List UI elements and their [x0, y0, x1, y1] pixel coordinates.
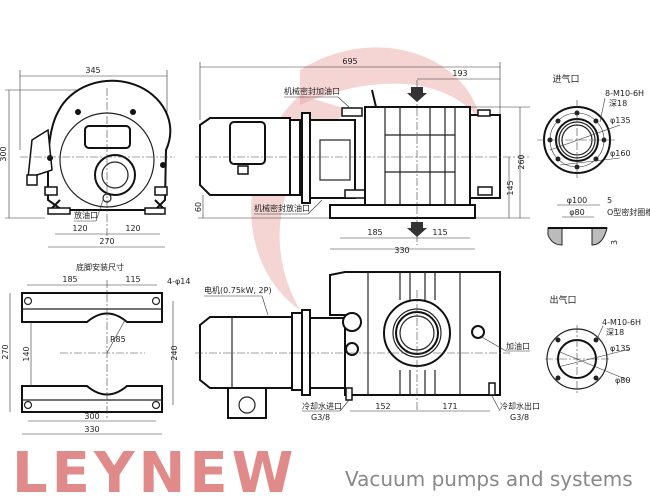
- outlet-bore: φ80: [615, 376, 630, 385]
- oil-fill-label: 加油口: [506, 341, 530, 351]
- water-in-thread: G3/8: [311, 413, 330, 422]
- outlet-depth: 深18: [606, 328, 624, 337]
- inlet-arrow-icon: [407, 87, 427, 102]
- groove-width: 5: [607, 196, 612, 205]
- drain-port-label: 放油口: [74, 210, 98, 220]
- axis-height-dim: 145: [506, 180, 515, 195]
- base-total-dim: 330: [394, 246, 409, 255]
- water-dim-right: 171: [442, 402, 457, 411]
- section-inner-dim: φ80: [569, 208, 584, 217]
- inlet-depth: 深18: [609, 99, 627, 108]
- base-height-dim: 60: [194, 202, 203, 212]
- inlet-flange-detail: 进气口 8-M10-6H 深18 φ135 φ160 φ100 φ80 5 O型…: [537, 73, 650, 246]
- water-out-label: 冷却水出口: [500, 401, 540, 411]
- front-height-dim: 300: [0, 146, 8, 161]
- front-width-dim: 345: [85, 66, 100, 75]
- watermark-tagline: Vacuum pumps and systems: [345, 467, 633, 491]
- base-radius: R85: [110, 335, 126, 344]
- base-left-dim: 185: [367, 228, 382, 237]
- base-plan: 底脚安装尺寸 4-φ14 185 115 R85 270 140 240 300…: [1, 262, 190, 435]
- inlet-thread: 8-M10-6H: [605, 89, 644, 98]
- seal-drain-label: 机械密封放油口: [254, 203, 310, 213]
- base-total-w: 330: [84, 425, 99, 434]
- outlet-arrow-icon: [407, 222, 427, 237]
- inlet-pcd: φ135: [610, 116, 631, 125]
- watermark-brand: LEYNEW: [12, 441, 297, 500]
- base-hole-w: 300: [84, 412, 99, 421]
- base-plan-title: 底脚安装尺寸: [76, 262, 124, 272]
- groove-label: O型密封圈槽: [607, 207, 650, 217]
- water-dim-left: 152: [375, 402, 390, 411]
- base-hole-h: 240: [170, 345, 179, 360]
- groove-depth: 3: [610, 240, 619, 245]
- motor-label: 电机(0.75kW, 2P): [204, 285, 272, 295]
- inlet-offset-dim: 193: [452, 69, 467, 78]
- side-view: 695 193 260 145 60 185 115 330 机械密封加油口: [194, 57, 530, 255]
- base-holes: 4-φ14: [167, 277, 190, 286]
- base-inner-h: 140: [22, 346, 31, 361]
- length-dim: 695: [342, 57, 357, 66]
- inlet-outer: φ160: [610, 149, 631, 158]
- water-out-thread: G3/8: [510, 413, 529, 422]
- foot-left-dim: 120: [72, 224, 87, 233]
- top-view: 电机(0.75kW, 2P) 加油口 冷却水进口 G3/8 152 171 冷却…: [195, 271, 540, 422]
- base-left-dim: 185: [62, 275, 77, 284]
- outlet-flange-detail: 出气口 4-M10-6H 深18 φ135 φ80: [545, 294, 641, 395]
- height-total-dim: 260: [517, 154, 526, 169]
- base-right-dim: 115: [125, 275, 140, 284]
- outlet-pcd: φ135: [610, 344, 631, 353]
- outlet-title: 出气口: [549, 294, 576, 306]
- base-total-h: 270: [1, 344, 10, 359]
- foot-total-dim: 270: [99, 237, 114, 246]
- base-right-dim: 115: [432, 228, 447, 237]
- seal-fill-label: 机械密封加油口: [284, 86, 340, 96]
- inlet-title: 进气口: [552, 73, 579, 85]
- outlet-thread: 4-M10-6H: [602, 318, 641, 327]
- front-view: 345 300 放油口 120 120 270: [0, 66, 175, 248]
- watermark: LEYNEW Vacuum pumps and systems: [12, 441, 633, 500]
- section-outer-dim: φ100: [567, 196, 588, 205]
- foot-right-dim: 120: [125, 224, 140, 233]
- water-in-label: 冷却水进口: [302, 401, 342, 411]
